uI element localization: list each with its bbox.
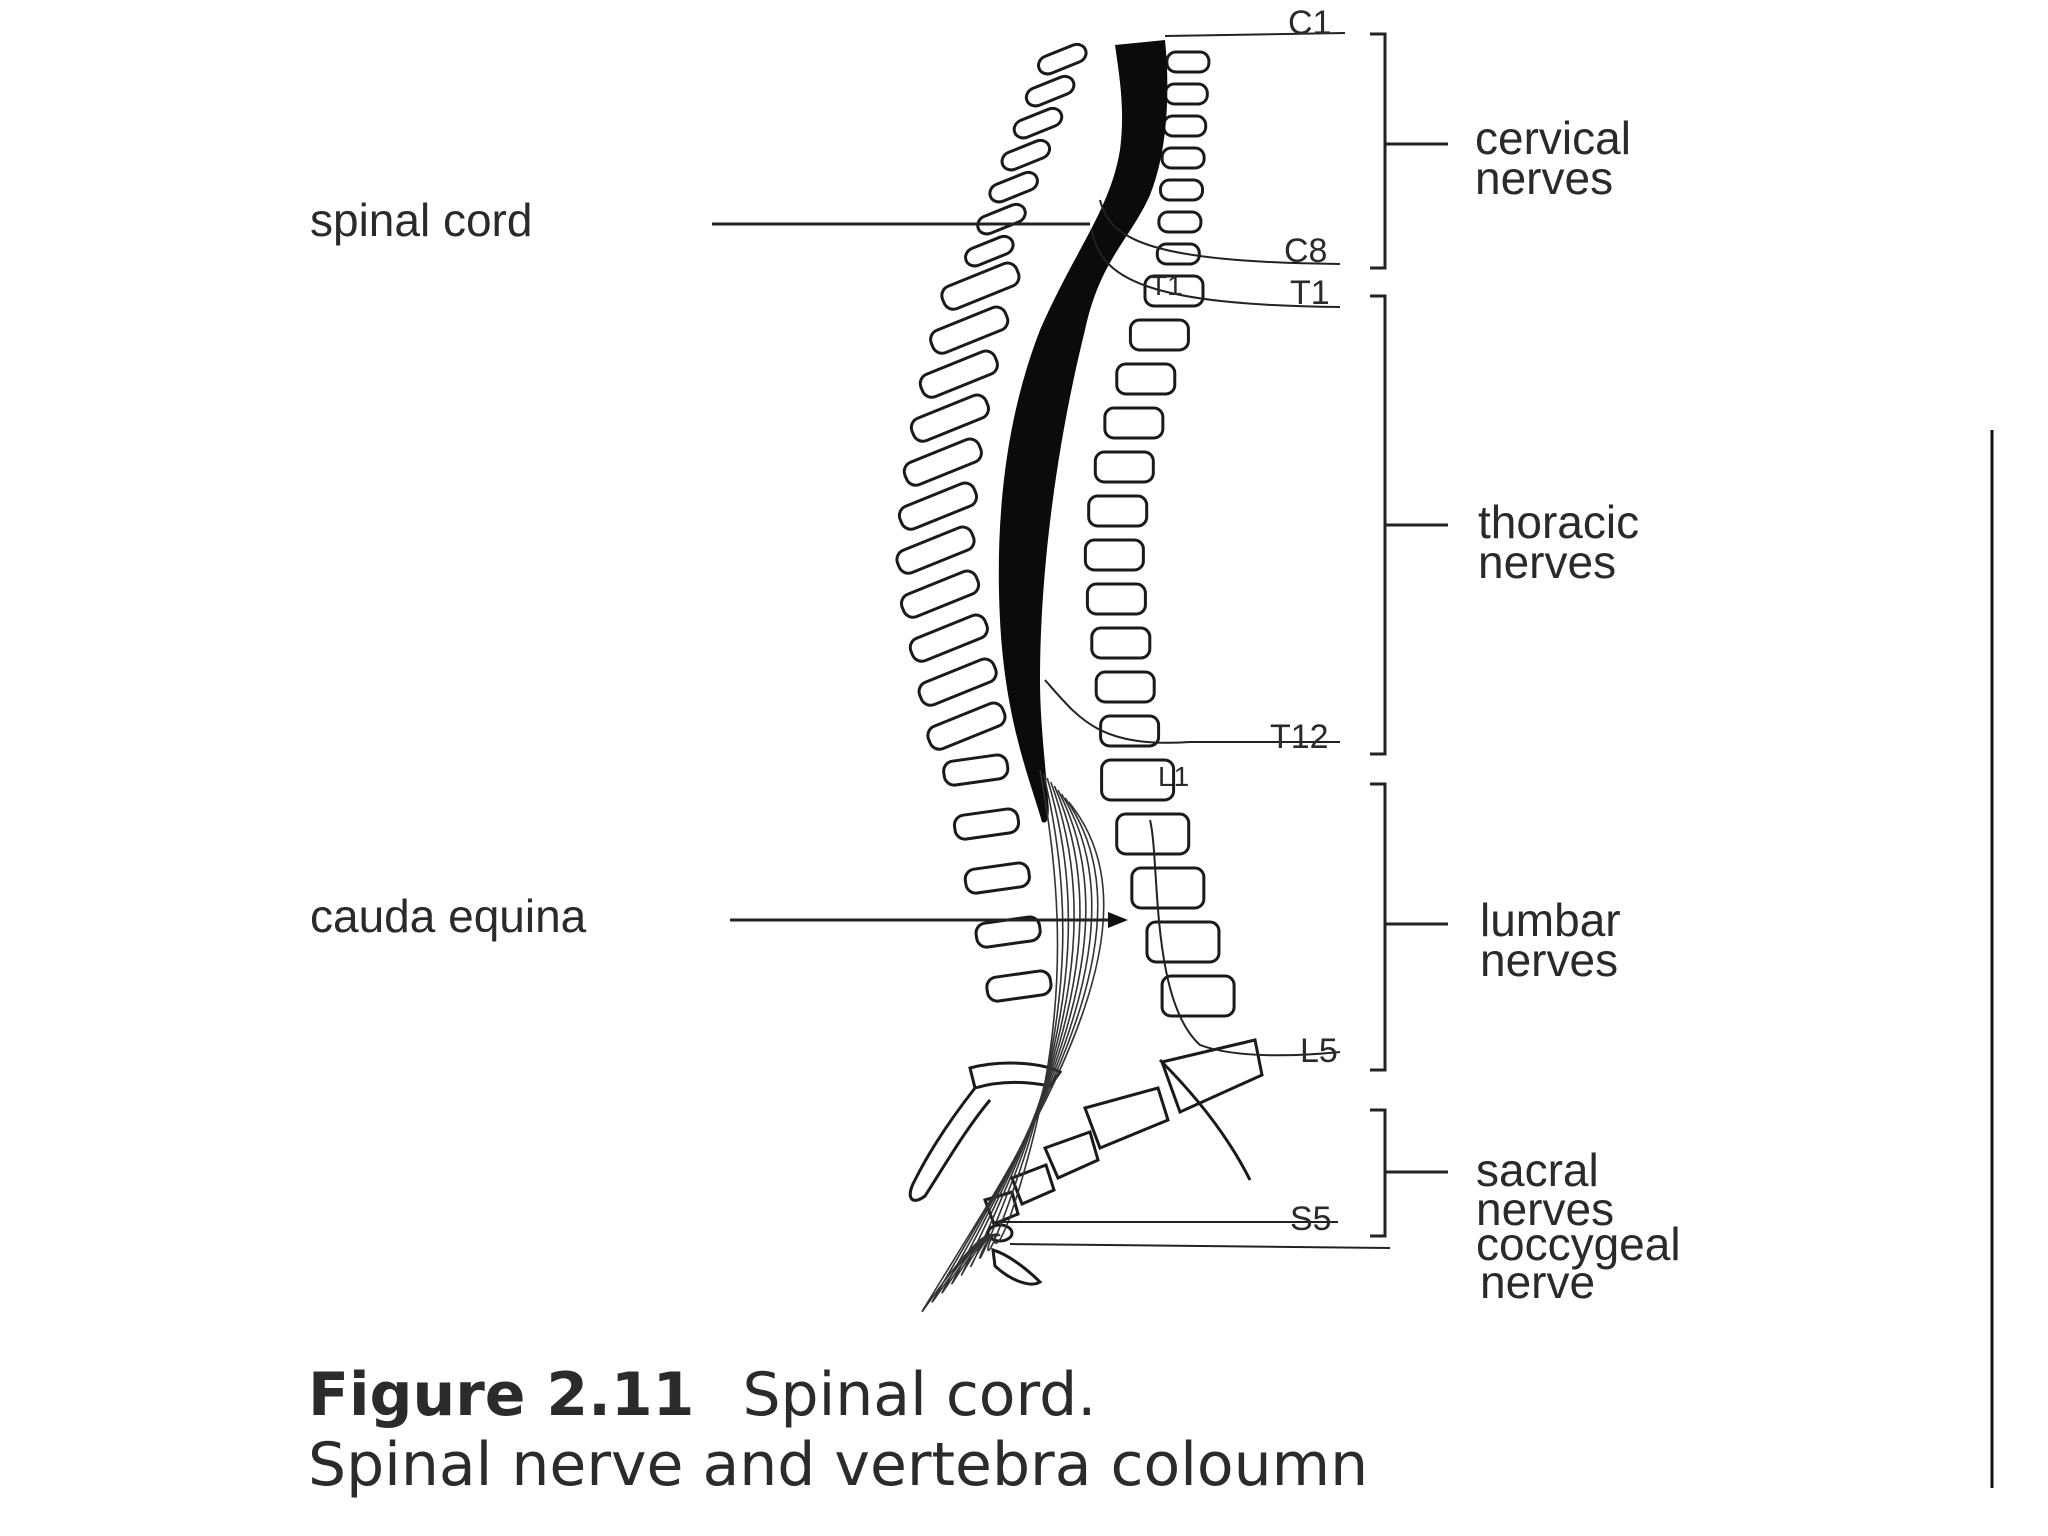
vertebral-body — [1145, 920, 1221, 964]
sacrum — [908, 1038, 1264, 1226]
cauda-equina-strand — [960, 785, 1081, 1276]
group-thoracic-line1: thoracic — [1478, 496, 1639, 548]
level-t1-in-vertebra: T1 — [1150, 270, 1183, 301]
vertebral-body — [1090, 626, 1152, 660]
vertebral-body — [1093, 450, 1155, 484]
vertebral-body — [1083, 538, 1145, 572]
cauda-equina-strand — [970, 781, 1075, 1268]
cauda-equina-strand — [931, 797, 1099, 1303]
cauda-equina-strand — [951, 789, 1087, 1285]
spinous-process — [929, 305, 1010, 355]
level-l1-in-vertebra: L1 — [1158, 761, 1189, 792]
vertebral-body — [1159, 178, 1204, 202]
vertebral-body — [1155, 242, 1201, 266]
spinous-process — [902, 437, 983, 487]
level-c1: C1 — [1288, 4, 1331, 42]
spinous-process — [964, 234, 1015, 268]
spinous-processes — [895, 42, 1088, 1003]
vertebral-body — [1115, 362, 1177, 396]
level-l5: L5 — [1300, 1032, 1338, 1070]
spinous-process — [942, 753, 1010, 787]
figure-number: Figure 2.11 — [308, 1360, 695, 1430]
group-sacral-line1: sacral — [1476, 1144, 1599, 1196]
spinous-process — [895, 525, 976, 575]
level-pointers — [995, 32, 1391, 1249]
spinous-process — [1000, 138, 1052, 172]
vertebral-bodies — [1083, 50, 1236, 1018]
group-cervical-line1: cervical — [1475, 112, 1631, 164]
spinous-process — [988, 170, 1039, 204]
group-coccygeal-line2: nerve — [1480, 1256, 1595, 1308]
spinous-process — [908, 613, 989, 663]
vertebral-body — [1085, 582, 1147, 616]
figure-caption-title: Figure 2.11 Spinal cord. — [308, 1360, 1096, 1430]
region-brackets — [1370, 32, 1448, 1238]
spinous-process — [926, 701, 1007, 751]
level-t12: T12 — [1270, 718, 1329, 756]
vertebral-body — [1130, 866, 1206, 910]
vertebral-body — [1162, 114, 1208, 138]
spinous-process — [940, 261, 1021, 311]
spinous-process — [899, 569, 981, 619]
level-c8: C8 — [1284, 232, 1327, 270]
bracket-lumbar — [1370, 782, 1387, 1072]
vertebral-body — [1100, 758, 1176, 802]
vertebral-body — [1094, 670, 1156, 704]
group-thoracic-line2: nerves — [1478, 536, 1616, 588]
vertebral-body — [1163, 82, 1209, 106]
spinous-process — [1012, 106, 1064, 140]
spinous-process — [909, 393, 990, 443]
vertebral-body — [1165, 50, 1211, 74]
group-sacral-line2: nerves — [1476, 1183, 1614, 1235]
spinous-process — [976, 202, 1027, 236]
cauda-equina-strands — [921, 769, 1105, 1313]
spinous-process — [917, 657, 998, 707]
spinous-process — [918, 349, 999, 399]
cauda-equina-strand — [987, 773, 1064, 1252]
cauda-equina-strand — [941, 793, 1093, 1294]
level-t1: T1 — [1290, 274, 1330, 312]
vertebral-body — [1087, 494, 1149, 528]
group-lumbar-line1: lumbar — [1480, 894, 1621, 946]
group-cervical-line2: nerves — [1475, 152, 1613, 204]
figure-title: Spinal cord. — [742, 1360, 1097, 1430]
group-lumbar-line2: nerves — [1480, 934, 1618, 986]
level-s5: S5 — [1290, 1200, 1332, 1238]
cauda-equina-strand — [979, 777, 1070, 1260]
cauda-equina-strand — [921, 801, 1105, 1313]
label-cauda-equina: cauda equina — [310, 890, 587, 942]
bracket-cervical — [1370, 32, 1387, 270]
spinous-process — [897, 481, 979, 531]
spinous-process — [985, 969, 1053, 1003]
spinous-process — [1024, 74, 1076, 108]
vertebral-body — [1128, 318, 1190, 352]
vertebral-body — [1160, 146, 1206, 170]
bracket-thoracic — [1370, 294, 1387, 756]
spinous-process — [952, 807, 1021, 841]
cauda-equina-arrowhead — [1108, 912, 1128, 928]
bracket-sacral — [1370, 1108, 1387, 1238]
vertebral-body — [1157, 210, 1203, 234]
label-spinal-cord: spinal cord — [310, 194, 532, 246]
group-coccygeal-line1: coccygeal — [1476, 1218, 1681, 1270]
vertebral-body — [1160, 974, 1236, 1018]
vertebral-body — [1143, 274, 1205, 308]
vertebral-body — [1103, 406, 1165, 440]
spinous-process — [963, 861, 1031, 895]
spinous-process — [1037, 42, 1088, 76]
figure-caption-subtitle: Spinal nerve and vertebra coloumn — [308, 1430, 1369, 1500]
spinal-cord — [998, 40, 1168, 823]
